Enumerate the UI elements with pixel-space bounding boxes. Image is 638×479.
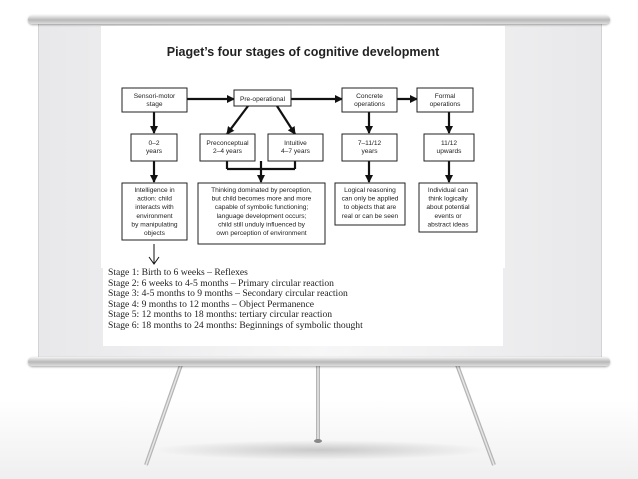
sensori-description-line-2: action: child [137, 196, 172, 203]
sensori-age-line-2: years [146, 148, 163, 155]
concrete-operations-box [341, 87, 398, 113]
intuitive-age-line-1: Intuitive [284, 140, 307, 147]
preop-description-line-2: but child becomes more and more [212, 196, 312, 203]
formal-description-line-1: Individual can [428, 187, 469, 194]
preconceptual-age-line-1: Preconceptual [206, 140, 249, 147]
concrete-age-line-1: 7–11/12 [358, 140, 382, 147]
sensori-motor-box [121, 87, 188, 113]
preconceptual-age-line-2: 2–4 years [213, 148, 243, 155]
concrete-description-box [334, 182, 406, 226]
formal-age-line-2: upwards [437, 148, 463, 155]
concrete-description-line-2: can only be applied [342, 196, 399, 203]
connectors [150, 95, 453, 183]
note-stage-3: Stage 3: 4-5 months to 9 months – Second… [108, 288, 348, 300]
sensori-description-box [121, 182, 188, 241]
sensori-motor-label-line-2: stage [146, 101, 162, 108]
note-stage-6: Stage 6: 18 months to 24 months: Beginni… [108, 319, 363, 331]
preop-description-line-3: capable of symbolic functioning; [215, 204, 309, 211]
formal-operations-label-line-2: operations [430, 101, 461, 108]
concrete-operations-label-line-2: operations [354, 101, 385, 108]
formal-operations-label-line-1: Formal [435, 93, 456, 100]
formal-description-line-5: abstract ideas [427, 221, 469, 228]
note-stage-4: Stage 4: 9 months to 12 months – Object … [108, 298, 314, 310]
sensori-motor-label-line-1: Sensori-motor [134, 93, 176, 100]
diagram-slide: Piaget’s four stages of cognitive develo… [101, 26, 505, 268]
concrete-age-box [341, 133, 398, 162]
pre-operational-box [233, 89, 292, 107]
note-stage-2: Stage 2: 6 weeks to 4-5 months – Primary… [108, 277, 334, 289]
preop-description-line-4: language development occurs; [217, 213, 307, 220]
formal-operations-box [416, 87, 474, 113]
sensori-description-line-5: by manipulating [131, 221, 178, 228]
preop-description-line-5: child still unduly influenced by [218, 221, 306, 228]
concrete-description-line-4: real or can be seen [342, 213, 399, 220]
diagram-title: Piaget’s four stages of cognitive develo… [167, 45, 440, 59]
preop-description-line-6: own perception of environment [216, 230, 306, 237]
concrete-description-line-3: to objects that are [344, 204, 397, 211]
concrete-description-line-1: Logical reasoning [344, 187, 396, 194]
note-stage-5: Stage 5: 12 months to 18 months: tertiar… [108, 309, 333, 321]
sensori-description-line-3: interacts with [135, 204, 174, 211]
sensori-description-line-4: environment [136, 213, 172, 220]
note-stage-1: Stage 1: Birth to 6 weeks – Reflexes [108, 267, 248, 278]
concrete-operations-label-line-1: Concrete [356, 93, 383, 100]
formal-description-line-2: think logically [428, 196, 468, 203]
preconceptual-box [199, 133, 256, 162]
preop-description-line-1: Thinking dominated by perception, [211, 187, 312, 194]
flipchart-bottom-rail [28, 357, 610, 366]
piaget-diagram: Piaget’s four stages of cognitive develo… [121, 45, 478, 265]
formal-description-line-3: about potential [426, 204, 470, 211]
concrete-age-line-2: years [361, 148, 378, 155]
arrow-preop-to-intuitive [276, 105, 296, 135]
pre-operational-label-line-1: Pre-operational [240, 96, 286, 103]
sensori-description-line-6: objects [144, 230, 166, 237]
intuitive-box [267, 133, 324, 162]
flipchart-top-rail [28, 15, 610, 24]
sensori-age-line-1: 0–2 [148, 140, 159, 147]
sensorimotor-substages-notes: Stage 1: Birth to 6 weeks – Reflexes Sta… [103, 267, 503, 346]
floor-shadow [150, 440, 490, 460]
intuitive-age-line-2: 4–7 years [281, 148, 311, 155]
formal-description-line-4: events or [434, 213, 462, 220]
sensori-description-line-1: Intelligence in [134, 187, 175, 194]
arrow-preop-to-preconceptual [226, 105, 249, 135]
formal-age-box [423, 133, 475, 162]
formal-description-box [418, 182, 478, 233]
preop-description-box [197, 182, 326, 245]
formal-age-line-1: 11/12 [441, 140, 457, 147]
sensori-age-box [130, 133, 178, 162]
